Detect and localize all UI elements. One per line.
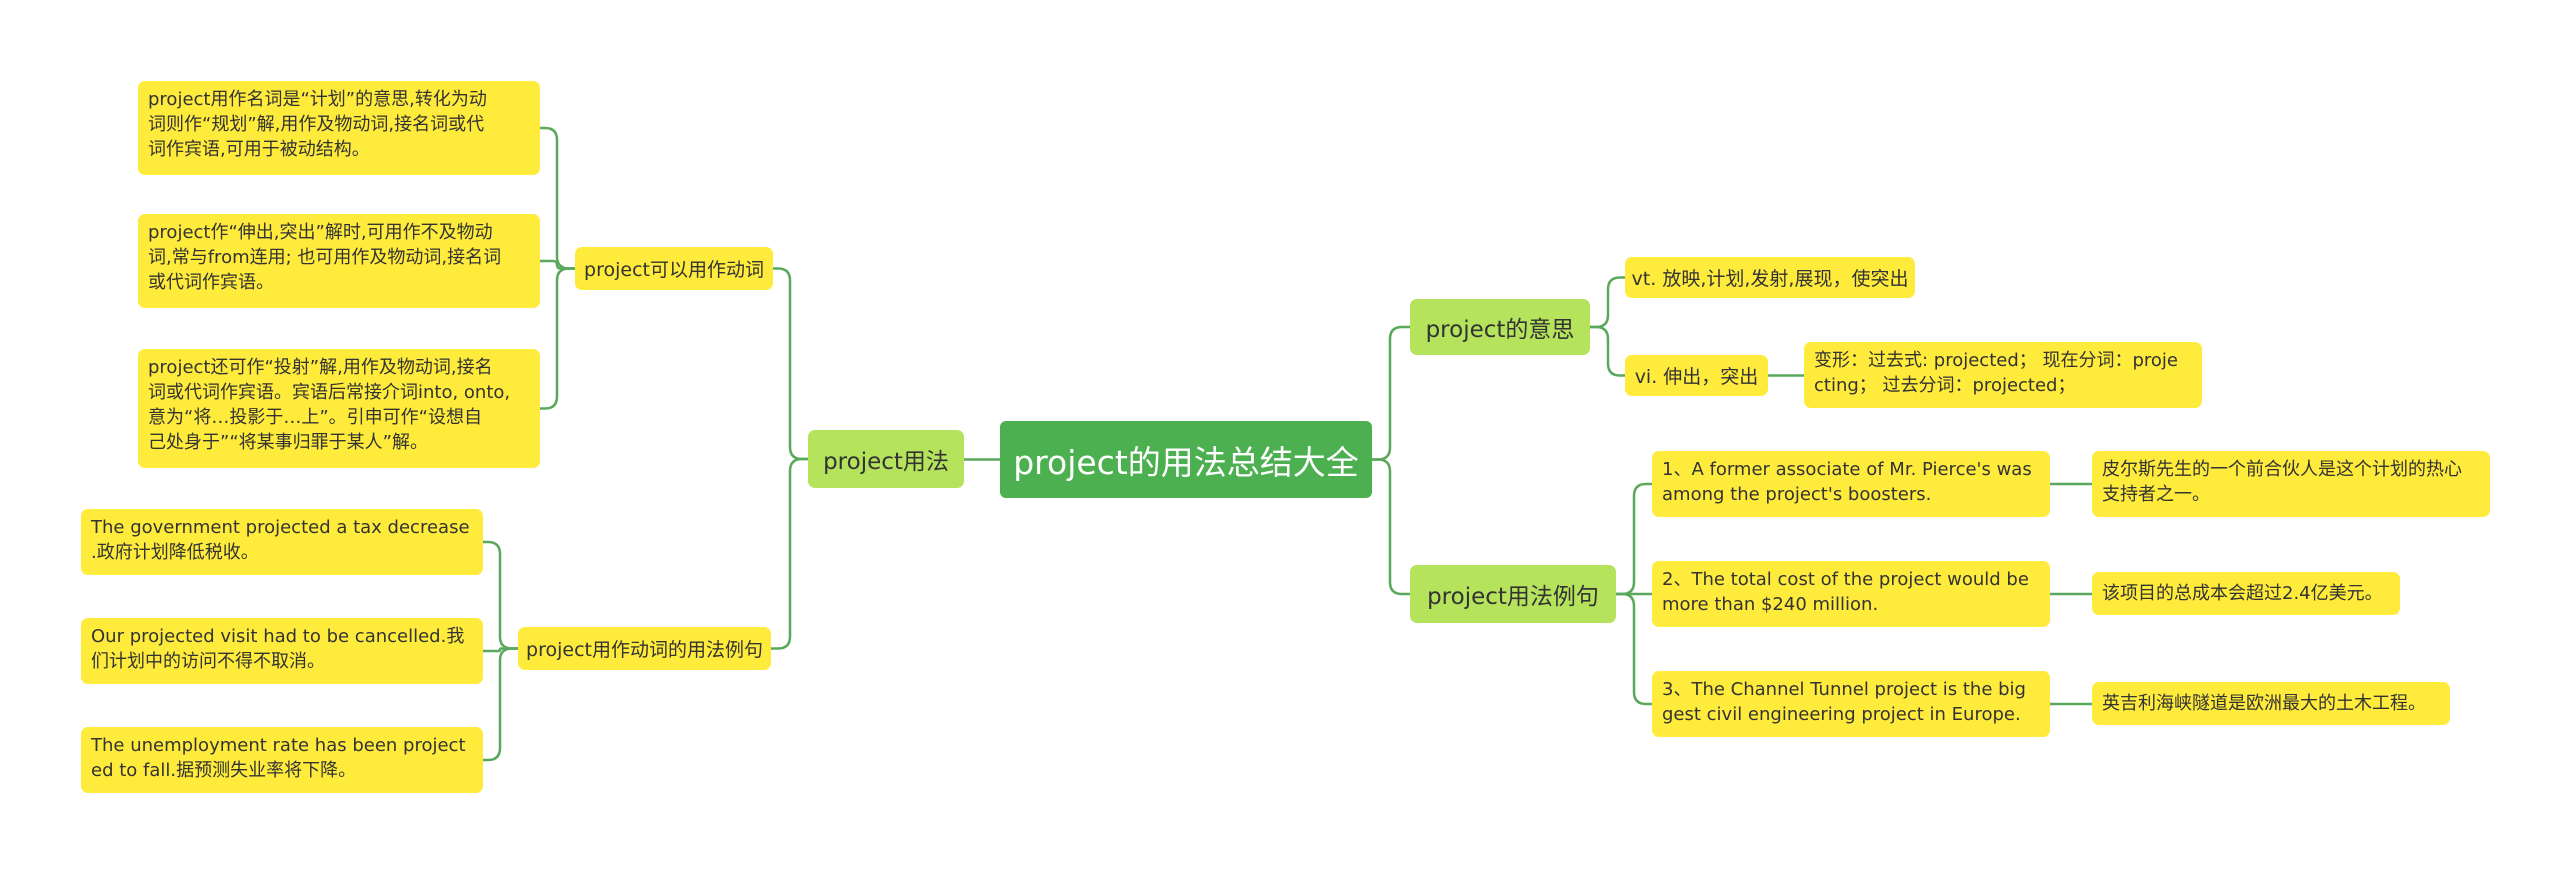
leaf-example-en-2[interactable]: 2、The total cost of the project would be… [1652,561,2050,627]
leaf-example-zh-3[interactable]: 英吉利海峡隧道是欧洲最大的土木工程。 [2092,682,2450,725]
leaf-as-verb-project-meaning[interactable]: project还可作“投射”解,用作及物动词,接名 词或代词作宾语。宾语后常接介… [138,349,540,468]
leaf-example-zh-1[interactable]: 皮尔斯先生的一个前合伙人是这个计划的热心 支持者之一。 [2092,451,2490,517]
connector-leaf-verb-example-1 [483,540,518,650]
connector-leaf-verb-example-3 [483,647,518,762]
branch-project-examples[interactable]: project用法例句 [1410,565,1616,623]
connector-branch-project-meaning [1372,325,1410,461]
connector-leaf-as-verb-noun-meaning [540,126,575,270]
connector-leaf-verb-example-2 [483,647,518,653]
leaf-verb-forms[interactable]: 变形：过去式: projected； 现在分词：proje cting； 过去分… [1804,342,2202,408]
connector-leaf-as-verb-project-meaning [540,267,575,410]
connector-leaf-example-en-3 [1616,592,1652,706]
leaf-example-en-1[interactable]: 1、A former associate of Mr. Pierce's was… [1652,451,2050,517]
connector-leaf-as-verb-protrude-meaning [540,259,575,270]
connector-branch-project-examples [1372,458,1410,596]
leaf-as-verb-noun-meaning[interactable]: project用作名词是“计划”的意思,转化为动 词则作“规划”解,用作及物动词… [138,81,540,175]
leaf-verb-example-3[interactable]: The unemployment rate has been project e… [81,727,483,793]
leaf-example-zh-2[interactable]: 该项目的总成本会超过2.4亿美元。 [2092,572,2400,615]
root-topic[interactable]: project的用法总结大全 [1000,421,1372,498]
leaf-verb-example-1[interactable]: The government projected a tax decrease … [81,509,483,575]
subtopic-meaning-vt[interactable]: vt. 放映,计划,发射,展现，使突出 [1625,257,1915,298]
leaf-example-en-3[interactable]: 3、The Channel Tunnel project is the big … [1652,671,2050,737]
leaf-as-verb-protrude-meaning[interactable]: project作“伸出,突出”解时,可用作不及物动 词,常与from连用; 也可… [138,214,540,308]
connector-subtopic-meaning-vi [1590,325,1625,377]
connector-subtopic-meaning-vt [1590,276,1625,329]
subtopic-meaning-vi[interactable]: vi. 伸出，突出 [1625,355,1768,396]
connector-subtopic-verb-examples [771,457,808,650]
subtopic-as-verb[interactable]: project可以用作动词 [575,247,773,290]
connector-leaf-example-en-1 [1616,482,1652,596]
subtopic-verb-examples[interactable]: project用作动词的用法例句 [518,627,771,670]
branch-project-usage[interactable]: project用法 [808,430,964,488]
connector-subtopic-as-verb [773,267,808,461]
leaf-verb-example-2[interactable]: Our projected visit had to be cancelled.… [81,618,483,684]
branch-project-meaning[interactable]: project的意思 [1410,299,1590,355]
